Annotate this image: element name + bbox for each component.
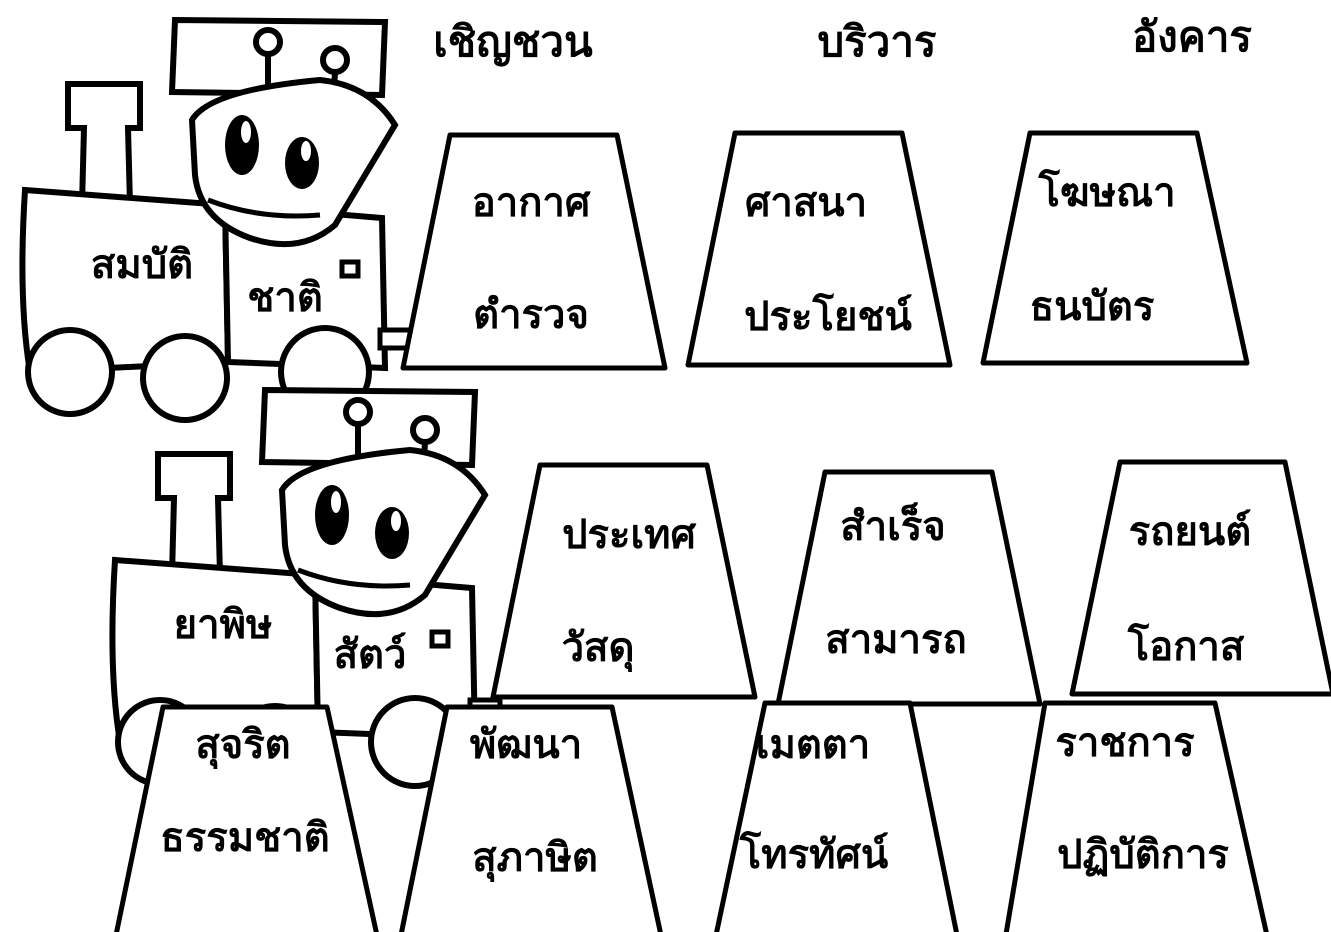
train-word: ชาติ <box>247 275 323 321</box>
carriage-word: ปฏิบัติการ <box>1057 832 1229 878</box>
carriage-outline <box>400 132 668 371</box>
carriage-outline <box>980 130 1250 366</box>
carriage-outline <box>1069 459 1331 697</box>
carriage-outline <box>685 130 953 368</box>
carriage-word: โทรทัศน์ <box>739 832 889 878</box>
carriage-outline <box>114 704 379 932</box>
carriage-word: ประโยชน์ <box>744 294 912 340</box>
carriage-word: สุภาษิต <box>472 835 598 881</box>
carriage-word: รถยนต์ <box>1128 509 1252 555</box>
carriage-word: โอกาส <box>1127 624 1245 670</box>
train-word: ยาพิษ <box>173 602 273 648</box>
carriage-word: ธนบัตร <box>1029 284 1155 330</box>
carriage-word: ศาสนา <box>744 180 868 226</box>
carriage-outline <box>490 462 758 700</box>
carriage-word: พัฒนา <box>469 722 583 768</box>
carriage-outline <box>775 469 1043 707</box>
carriage-outline <box>1003 700 1269 932</box>
train-engine-top <box>22 20 410 420</box>
carriage-word: อากาศ <box>471 180 591 226</box>
carriage-word: ประเทศ <box>562 512 696 558</box>
carriage-word: ตำรวจ <box>473 292 589 338</box>
train-word: สมบัติ <box>90 242 194 288</box>
train-word: สัตว์ <box>333 632 407 678</box>
carriage-outline <box>399 704 663 932</box>
carriage-word: โฆษณา <box>1038 170 1176 216</box>
header-word: บริวาร <box>817 17 937 66</box>
carriage-word: ราชการ <box>1055 720 1195 766</box>
carriage-word: ธรรมชาติ <box>160 815 330 861</box>
header-word: เชิญชวน <box>433 17 593 66</box>
header-word: อังคาร <box>1132 12 1252 61</box>
carriage-outline <box>714 700 959 932</box>
carriage-word: วัสดุ <box>561 625 635 671</box>
carriage-word: เมตตา <box>755 722 871 768</box>
carriage-word: สำเร็จ <box>840 504 946 550</box>
carriage-word: สุจริต <box>195 722 291 768</box>
carriage-word: สามารถ <box>825 617 967 663</box>
